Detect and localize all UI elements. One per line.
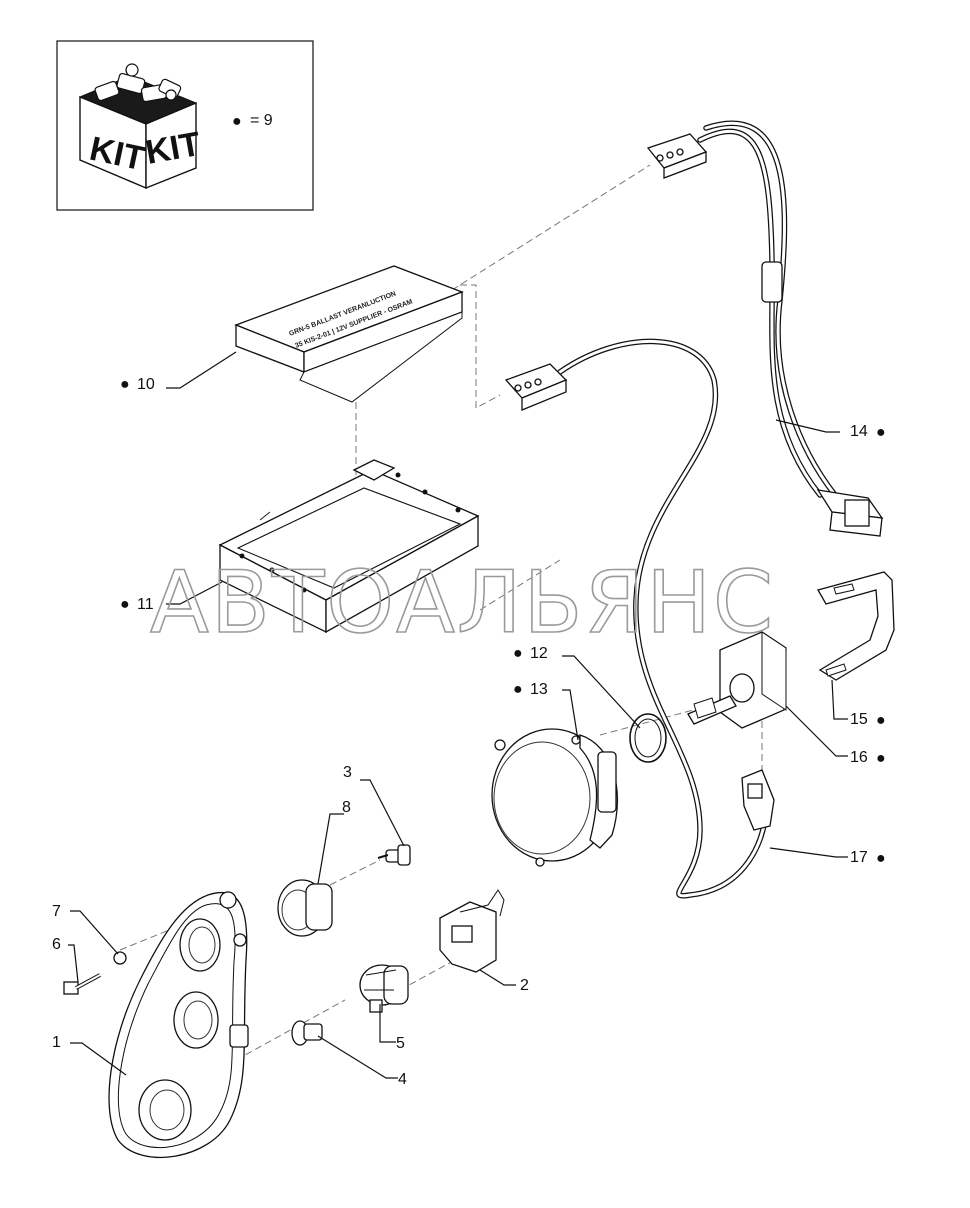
kit-legend-bullet: ●	[232, 113, 242, 130]
svg-text:10: 10	[137, 376, 155, 393]
bracket-tray-11	[218, 459, 480, 634]
svg-text:●: ●	[876, 850, 886, 867]
svg-text:●: ●	[120, 596, 130, 613]
connector-17	[741, 769, 775, 831]
callout-15: 15 ●	[850, 711, 886, 729]
cable-to-bulb	[504, 338, 768, 899]
bolt-6	[63, 973, 101, 995]
svg-text:●: ●	[876, 424, 886, 441]
callout-5: 5	[396, 1035, 405, 1052]
bulb-holder-8	[277, 879, 333, 937]
callout-6: 6	[52, 936, 61, 953]
connector-bottom	[816, 489, 884, 537]
callout-2: 2	[520, 977, 529, 994]
svg-text:12: 12	[530, 645, 548, 662]
callout-16: 16 ●	[850, 749, 886, 767]
kit-legend-text: = 9	[250, 112, 273, 129]
callout-8: 8	[342, 799, 351, 816]
connector-top	[646, 133, 708, 179]
connector-middle	[504, 363, 568, 411]
fog-lamp-13	[491, 728, 619, 867]
svg-text:15: 15	[850, 711, 868, 728]
bulb-3	[377, 844, 411, 866]
callout-1: 1	[52, 1034, 61, 1051]
svg-text:●: ●	[513, 681, 523, 698]
svg-text:●: ●	[876, 712, 886, 729]
svg-text:17: 17	[850, 849, 868, 866]
bulb-4	[291, 1020, 323, 1046]
svg-text:16: 16	[850, 749, 868, 766]
callout-14: 14 ●	[850, 423, 886, 441]
svg-text:●: ●	[876, 750, 886, 767]
callout-13: ● 13	[513, 681, 548, 698]
callout-4: 4	[398, 1071, 407, 1088]
svg-text:14: 14	[850, 423, 868, 440]
svg-text:13: 13	[530, 681, 548, 698]
callout-7: 7	[52, 903, 61, 920]
leader-lines	[68, 351, 848, 1079]
kit-legend: KIT KIT ● = 9	[56, 40, 314, 211]
callout-12: ● 12	[513, 645, 548, 662]
rear-lamp-housing-1	[108, 891, 249, 1159]
ballast-box-10: GRN-5 BALLAST VERANLUCTION 35 KIS-2-01 |…	[234, 265, 464, 403]
bulb-socket-5	[359, 964, 409, 1013]
wiring-harness-14	[646, 120, 884, 537]
washer-7	[113, 951, 127, 965]
watermark: АВТОАЛЬЯНС	[150, 553, 775, 653]
callout-11: ● 11	[120, 596, 154, 613]
kit-text-right: KIT	[143, 125, 204, 172]
callout-10: ● 10	[120, 376, 155, 393]
callout-3: 3	[343, 764, 352, 781]
callout-17: 17 ●	[850, 849, 886, 867]
callout-labels: ● 10 ● 11 ● 12 ● 13 14 ● 15 ● 16 ● 17 ●	[52, 376, 886, 1088]
xenon-bulb-16	[687, 631, 787, 729]
bracket-2	[439, 889, 505, 973]
svg-text:●: ●	[120, 376, 130, 393]
svg-text:●: ●	[513, 645, 523, 662]
bracket-15	[817, 571, 895, 681]
svg-text:11: 11	[137, 596, 154, 613]
seal-ring-12	[629, 713, 667, 763]
